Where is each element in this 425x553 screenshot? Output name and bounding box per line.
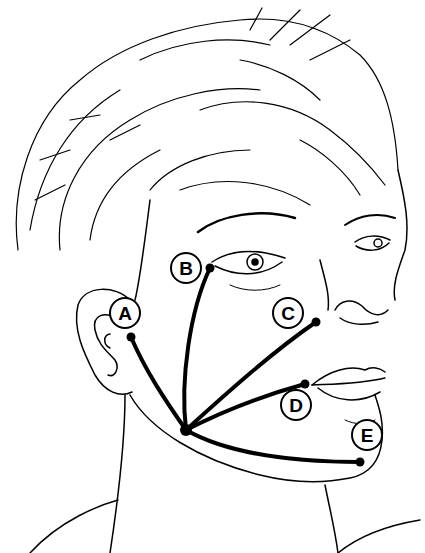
callout-letter: E [361,426,374,445]
callout-circle: E [351,419,383,451]
face-outline [30,170,420,553]
callout-letter: D [289,396,303,415]
callout-circle: D [280,389,312,421]
callout-letter: B [179,259,193,278]
nerve-branches [131,268,360,462]
branch-dots [127,264,365,467]
callout-letter: A [118,304,132,323]
callout-letter: C [281,304,295,323]
callout-circle: B [170,252,202,284]
callout-circle: C [272,297,304,329]
hair-sketch [16,8,398,250]
callout-circle: A [109,297,141,329]
